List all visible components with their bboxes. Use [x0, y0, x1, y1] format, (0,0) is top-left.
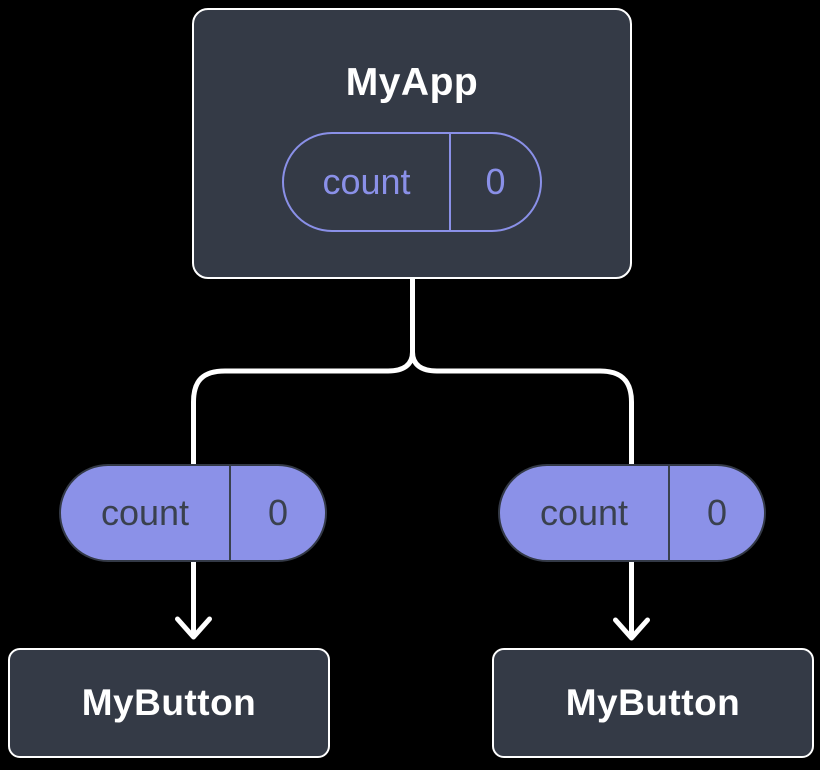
connector-left-branch — [191, 349, 415, 637]
left-prop-pill-label: count — [61, 466, 231, 560]
right-prop-pill-value: 0 — [706, 492, 728, 533]
connector-right-branch — [410, 349, 634, 637]
state-pill-value: 0 — [485, 161, 506, 202]
left-mybutton-node: MyButton — [8, 648, 330, 758]
left-arrowhead-down-icon — [175, 616, 212, 640]
right-prop-pill-label: count — [500, 466, 670, 560]
myapp-node: MyApp count 0 — [192, 8, 632, 279]
left-prop-pill: count 0 — [59, 464, 327, 562]
left-prop-pill-value: 0 — [267, 492, 289, 533]
right-prop-pill: count 0 — [498, 464, 766, 562]
myapp-title: MyApp — [345, 61, 479, 104]
right-mybutton-node: MyButton — [492, 648, 814, 758]
root-state-pill: count 0 — [282, 132, 542, 232]
right-mybutton-title: MyButton — [565, 682, 741, 723]
left-mybutton-title: MyButton — [81, 682, 257, 723]
state-pill-label: count — [284, 134, 451, 230]
right-arrowhead-down-icon — [613, 617, 650, 641]
